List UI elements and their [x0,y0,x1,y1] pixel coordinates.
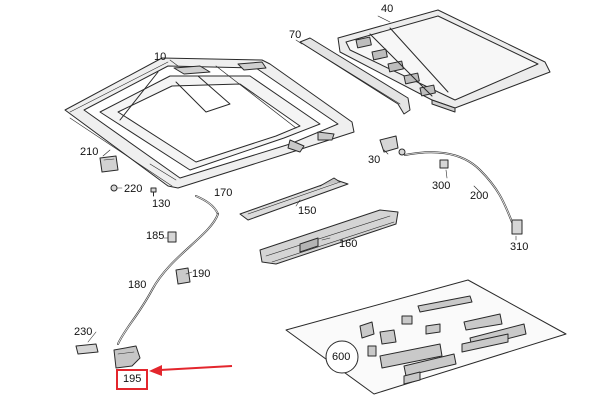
guide-block-210 [99,155,119,173]
part-label-70: 70 [289,29,302,41]
part-label-300: 300 [432,180,451,192]
part-label-170: 170 [214,187,233,199]
clip-185 [167,231,177,243]
drain-hose-170 [195,195,219,215]
bracket-190 [175,267,191,285]
part-label-180: 180 [128,279,147,291]
drain-hose-200 [404,151,513,223]
sunroof-frame-10 [64,57,355,189]
part-label-30: 30 [368,154,381,166]
guide-rail-160 [259,209,399,265]
glass-panel-40 [337,9,551,113]
seal-strip-70 [299,37,411,115]
repair-kit-panel-600 [285,279,567,395]
part-label-185: 185 [146,230,165,242]
part-label-190: 190 [192,268,211,280]
drain-hose-180 [117,213,219,345]
highlight-arrow [149,365,233,376]
part-label-40: 40 [381,3,394,15]
bolt-130 [150,187,157,197]
callout-circle-600 [325,340,359,374]
rail-cover-150 [239,177,349,221]
part-label-220: 220 [124,183,143,195]
part-label-230: 230 [74,326,93,338]
screw-220 [110,184,118,192]
part-label-160: 160 [339,238,358,250]
part-label-195-highlighted: 195 [116,369,149,390]
grommet-230 [75,343,99,355]
bracket-195 [113,345,141,369]
part-label-150: 150 [298,205,317,217]
part-label-200: 200 [470,190,489,202]
part-label-130: 130 [152,198,171,210]
part-label-10: 10 [154,51,167,63]
part-label-210: 210 [80,146,99,158]
part-label-600: 600 [332,351,351,363]
leader-lines [87,15,517,343]
nozzle-310 [511,219,523,235]
clip-300 [439,159,449,169]
bracket-30 [379,135,406,156]
part-label-310: 310 [510,241,529,253]
